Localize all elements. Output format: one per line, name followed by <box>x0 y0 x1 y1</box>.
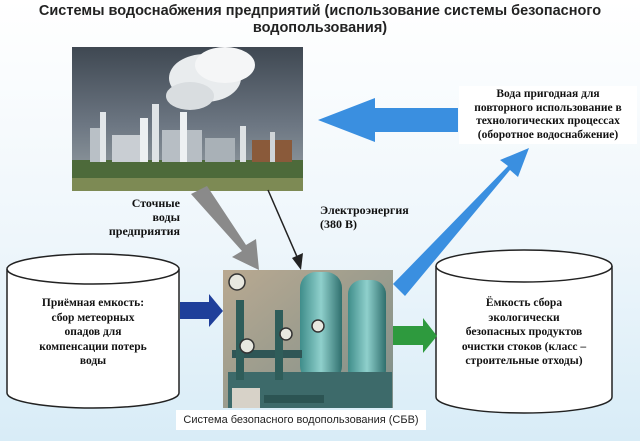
reuse-water-line-3: технологических процессах <box>476 115 620 127</box>
right-cylinder-line-2: экологически <box>488 311 560 324</box>
title-line-2: водопользования) <box>252 20 388 36</box>
arrow-to-reuse <box>393 148 529 296</box>
left-cylinder-text: Приёмная емкость: сбор метеорных опадов … <box>12 296 174 369</box>
electricity-label: Электроэнергия (380 В) <box>320 203 430 231</box>
equipment-photo <box>223 270 393 408</box>
left-cylinder-line-1: Приёмная емкость: <box>41 297 145 309</box>
factory-photo <box>72 47 303 191</box>
reuse-water-line-4: (оборотное водоснабжение) <box>477 128 619 141</box>
wastewater-line-1: Сточные <box>131 196 180 210</box>
arrow-collection-to-system <box>180 294 223 327</box>
system-caption: Система безопасного водопользования (СБВ… <box>176 410 426 430</box>
wastewater-label: Сточные воды предприятия <box>96 196 180 238</box>
reuse-water-line-2: повторного использование в <box>474 101 622 114</box>
left-cylinder-line-4: компенсации потерь <box>39 340 147 353</box>
electricity-line-2: (380 В) <box>320 217 357 231</box>
arrow-wastewater <box>191 186 259 270</box>
arrow-system-to-products <box>393 318 437 353</box>
right-cylinder-line-4: очистки стоков (класс – <box>461 340 587 353</box>
left-cylinder-line-2: сбор метеорных <box>51 311 135 324</box>
wastewater-line-3: предприятия <box>108 224 180 238</box>
right-cylinder <box>435 249 613 414</box>
left-cylinder <box>6 253 180 409</box>
reuse-water-line-1: Вода пригодная для <box>496 88 600 100</box>
left-cylinder-line-3: опадов для <box>64 326 122 338</box>
wastewater-line-2: воды <box>152 210 181 224</box>
right-cylinder-line-1: Ёмкость сбора <box>485 297 563 309</box>
page-title: Системы водоснабжения предприятий (испол… <box>0 3 640 37</box>
electricity-line-1: Электроэнергия <box>320 203 409 217</box>
arrow-electricity <box>267 189 303 270</box>
right-cylinder-line-3: безопасных продуктов <box>465 326 583 338</box>
title-line-1: Системы водоснабжения предприятий (испол… <box>38 3 602 19</box>
left-cylinder-line-5: воды <box>79 355 107 367</box>
reuse-water-box: Вода пригодная для повторного использова… <box>459 86 637 144</box>
right-cylinder-line-5: строительные отходы) <box>465 355 583 367</box>
arrow-reuse-water <box>318 98 458 142</box>
right-cylinder-text: Ёмкость сбора экологически безопасных пр… <box>440 296 608 369</box>
